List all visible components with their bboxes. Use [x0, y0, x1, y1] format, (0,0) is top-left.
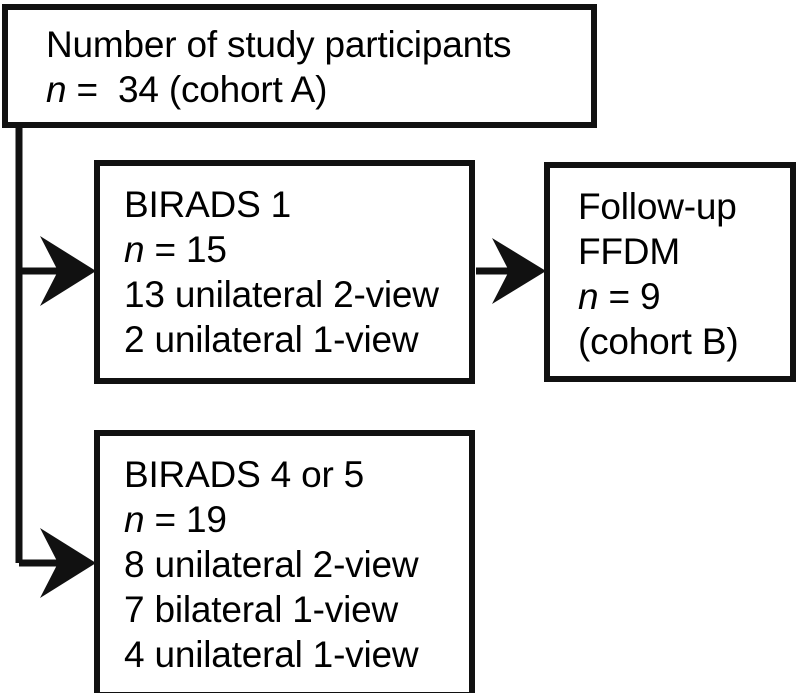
node-birads45-line-3: 8 unilateral 2-view	[124, 544, 419, 585]
edge-participants-to-birads1-arrowhead	[40, 236, 96, 306]
edge-birads1-to-followup-arrowhead	[492, 238, 546, 304]
italic-n-symbol: n	[124, 229, 155, 270]
node-participants-line-2: n = 34 (cohort A)	[46, 67, 587, 112]
node-participants-line-1: Number of study participants	[46, 24, 512, 65]
node-participants-text: Number of study participants n = 34 (coh…	[46, 22, 587, 112]
italic-n-symbol: n	[578, 276, 609, 317]
node-followup-text: Follow-up FFDM n = 9 (cohort B)	[578, 184, 786, 364]
node-birads-1: BIRADS 1 n = 15 13 unilateral 2-view 2 u…	[94, 160, 475, 384]
italic-n-symbol: n	[124, 499, 155, 540]
node-followup-line-3: n = 9	[578, 274, 786, 319]
node-birads1-line-2: n = 15	[124, 227, 465, 272]
node-birads1-line-1: BIRADS 1	[124, 184, 292, 225]
edge-participants-to-birads45-arrowhead	[40, 528, 96, 598]
node-followup-line-4: (cohort B)	[578, 321, 739, 362]
italic-n-symbol: n	[46, 69, 77, 110]
node-followup-line-3-rest: = 9	[608, 276, 661, 317]
node-birads1-line-4: 2 unilateral 1-view	[124, 319, 419, 360]
node-participants-line-2-rest: = 34 (cohort A)	[76, 69, 328, 110]
node-birads1-line-2-rest: = 15	[154, 229, 227, 270]
node-birads1-text: BIRADS 1 n = 15 13 unilateral 2-view 2 u…	[124, 182, 465, 362]
node-follow-up-ffdm: Follow-up FFDM n = 9 (cohort B)	[544, 162, 796, 382]
node-number-of-study-participants: Number of study participants n = 34 (coh…	[2, 4, 597, 128]
node-birads45-line-2-rest: = 19	[154, 499, 227, 540]
node-birads1-line-3: 13 unilateral 2-view	[124, 274, 439, 315]
node-followup-line-1: Follow-up	[578, 186, 737, 227]
node-birads45-line-4: 7 bilateral 1-view	[124, 589, 399, 630]
node-followup-line-2: FFDM	[578, 231, 680, 272]
node-birads45-line-1: BIRADS 4 or 5	[124, 454, 365, 495]
node-birads-4-or-5: BIRADS 4 or 5 n = 19 8 unilateral 2-view…	[94, 430, 475, 693]
node-birads45-text: BIRADS 4 or 5 n = 19 8 unilateral 2-view…	[124, 452, 465, 677]
node-birads45-line-2: n = 19	[124, 497, 465, 542]
node-birads45-line-5: 4 unilateral 1-view	[124, 634, 419, 675]
